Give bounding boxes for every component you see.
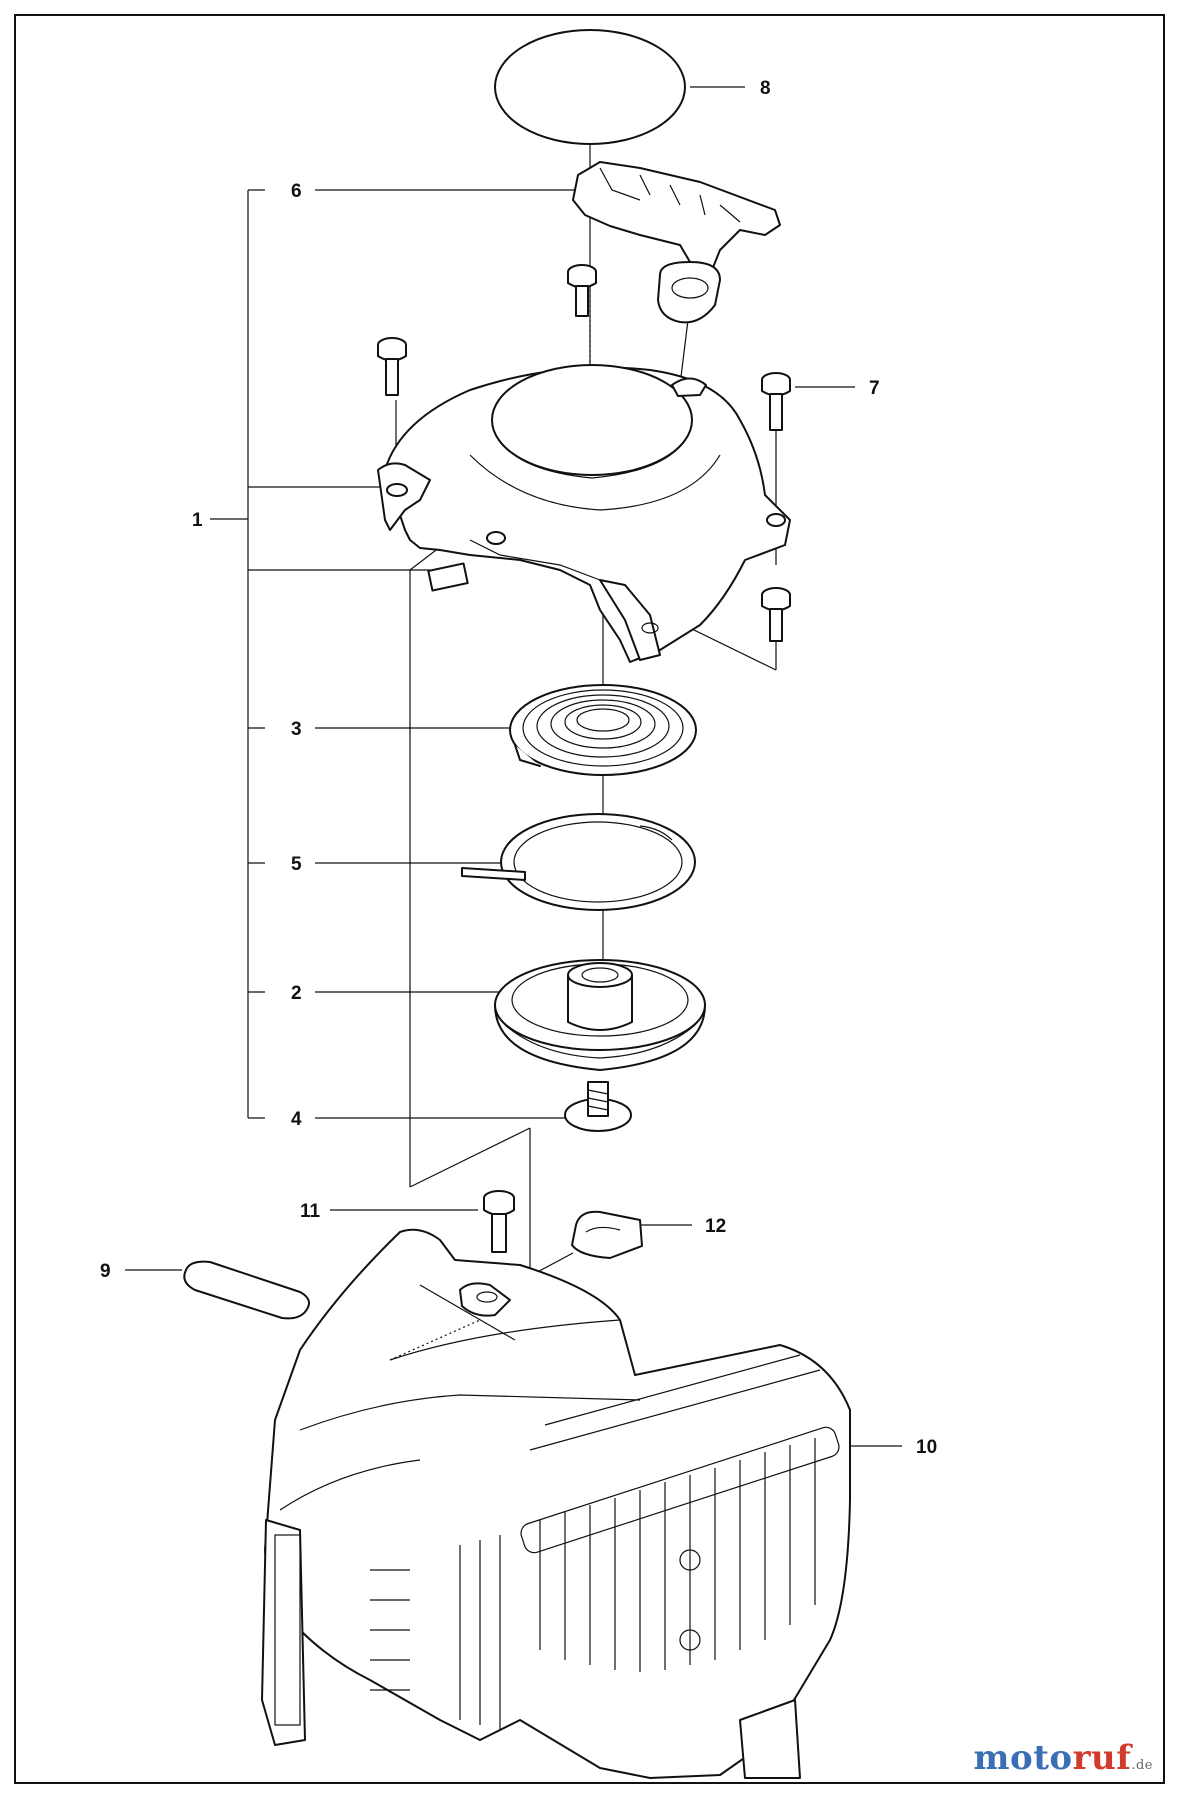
cover-vents [370, 1354, 840, 1730]
grommet-part-12 [571, 1210, 643, 1259]
spring-casing-part-5 [461, 813, 696, 911]
callout-4: 4 [291, 1109, 302, 1130]
callout-11: 11 [300, 1201, 321, 1222]
screw-part-7-bottom [761, 587, 791, 642]
decal-part-8 [494, 29, 686, 145]
callout-labels: 1 2 3 4 5 6 7 8 9 10 11 12 [100, 78, 937, 1458]
starter-handle-part-6 [572, 161, 781, 324]
callout-9: 9 [100, 1261, 111, 1282]
screw-left [377, 337, 407, 396]
watermark-part-3: ruf [1072, 1738, 1132, 1778]
watermark-tld: .de [1131, 1758, 1153, 1773]
engine-cover-part-10 [261, 1228, 851, 1779]
pulley-part-2 [494, 959, 706, 1071]
starter-housing [377, 364, 791, 663]
callout-2: 2 [291, 983, 302, 1004]
callout-5: 5 [291, 854, 302, 875]
center-screw [567, 264, 597, 317]
diagram-frame [14, 14, 1165, 1784]
callout-8: 8 [760, 78, 771, 99]
callout-10: 10 [916, 1437, 937, 1458]
recoil-spring-part-3 [509, 684, 697, 776]
screw-washer-part-4 [564, 1081, 632, 1132]
screw-part-11 [483, 1190, 515, 1253]
callout-1: 1 [192, 510, 203, 531]
leader-lines [125, 86, 902, 1447]
callout-3: 3 [291, 719, 302, 740]
callout-12: 12 [705, 1216, 726, 1237]
watermark-part-1: mo [973, 1738, 1034, 1778]
motoruf-watermark: motoruf.de [974, 1738, 1153, 1778]
callout-6: 6 [291, 181, 302, 202]
watermark-part-2: to [1033, 1738, 1073, 1778]
label-part-9 [183, 1260, 310, 1320]
callout-7: 7 [869, 378, 880, 399]
screw-part-7-top [761, 372, 791, 431]
